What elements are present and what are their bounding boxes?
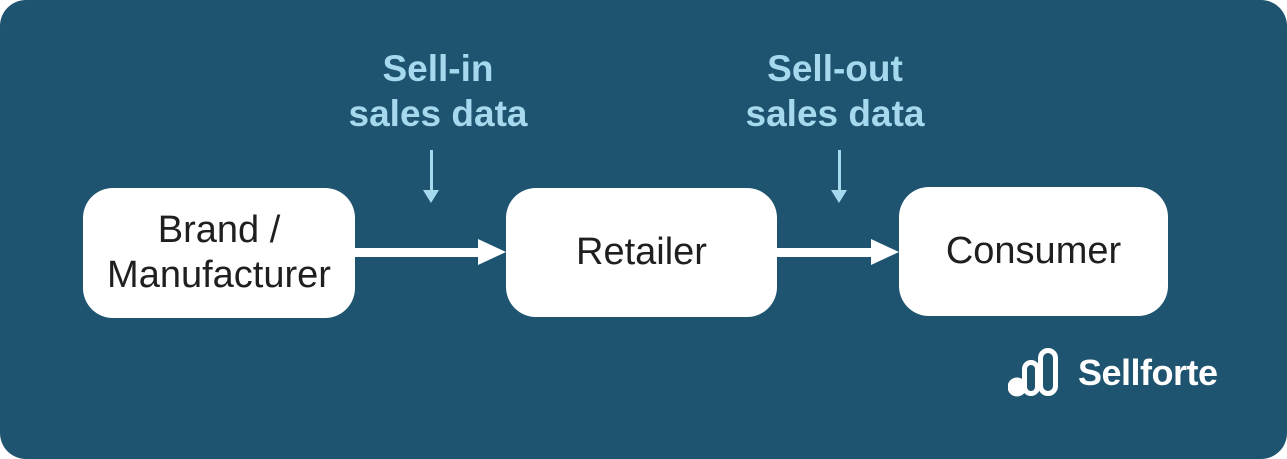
flow-arrow-shaft (355, 247, 478, 257)
sell-in-label-line1: Sell-in (382, 48, 494, 89)
node-brand-manufacturer-line1: Brand / (157, 209, 281, 251)
sell-out-label-line2: sales data (745, 93, 925, 134)
flow-arrow-shaft (777, 247, 871, 257)
sell-out-down-arrow-head (831, 190, 847, 203)
sell-in-down-arrow-head (423, 190, 439, 203)
node-retailer: Retailer (506, 188, 777, 317)
sell-in-label-line2: sales data (348, 93, 528, 134)
sellforte-wordmark: Sellforte (1078, 352, 1218, 393)
bar-chart-logo-icon (1008, 348, 1058, 397)
flow-arrow-head (871, 239, 899, 265)
sell-in-down-arrow-icon (423, 150, 439, 203)
node-retailer-label: Retailer (576, 231, 707, 273)
node-consumer: Consumer (899, 187, 1168, 316)
sell-out-down-arrow-icon (831, 150, 847, 203)
sell-out-down-arrow-line (837, 150, 841, 190)
sellforte-logo: Sellforte (1008, 344, 1218, 400)
node-brand-manufacturer: Brand / Manufacturer (83, 188, 355, 318)
node-consumer-label: Consumer (945, 230, 1122, 272)
flow-arrow-head (478, 239, 506, 265)
sell-in-label: Sell-in sales data (278, 46, 598, 136)
node-brand-manufacturer-line2: Manufacturer (107, 254, 331, 296)
sell-in-down-arrow-line (429, 150, 433, 190)
sell-out-label-line1: Sell-out (767, 48, 903, 89)
sell-out-label: Sell-out sales data (675, 46, 995, 136)
flow-arrow-retailer-to-consumer-icon (777, 239, 899, 265)
flow-arrow-brand-to-retailer-icon (355, 239, 506, 265)
